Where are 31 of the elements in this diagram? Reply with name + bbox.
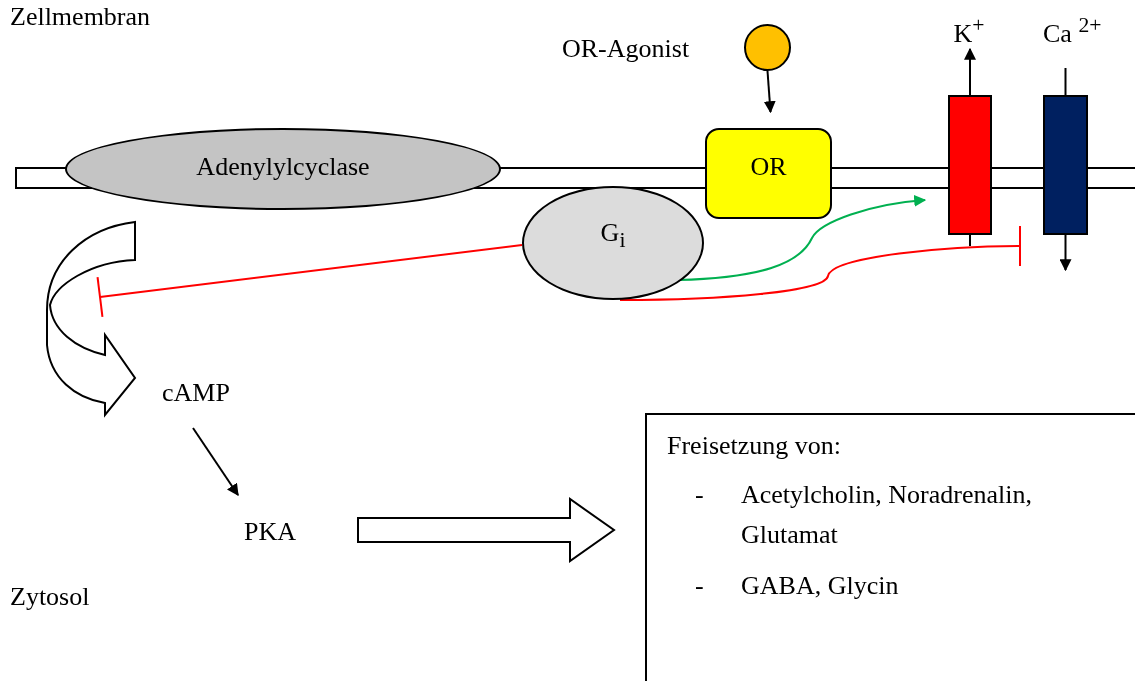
arrow (192, 427, 239, 496)
node-label: OR (750, 151, 787, 182)
list-dash: - (694, 479, 705, 511)
region-label: Zellmembran (10, 2, 151, 32)
connector-line (969, 234, 971, 247)
g-protein-ellipse (522, 186, 704, 300)
channel-bar (948, 95, 992, 235)
molecule-label: cAMP (150, 375, 242, 411)
arrow (1059, 234, 1072, 272)
block-arrow (46, 221, 136, 416)
channel-bar (1043, 95, 1088, 235)
text-box (645, 413, 1135, 681)
list-dash: - (694, 569, 705, 602)
kinase-label: PKA (234, 514, 306, 550)
list-item: GABA, Glycin (741, 569, 900, 602)
arrow (763, 70, 776, 114)
ion-label: K$^{+}$ (950, 16, 988, 46)
receptor-box (705, 128, 832, 219)
node-caption: OR-Agonist (562, 35, 690, 64)
node-label: Adenylylcyclase (196, 151, 370, 182)
node-label: G$_{i}$ (600, 217, 626, 254)
inhibition-line (619, 225, 1022, 301)
inhibition-line (96, 244, 523, 318)
region-label: Zytosol (10, 582, 90, 612)
block-arrow (357, 497, 616, 563)
ligand-circle (744, 24, 791, 71)
list-item: Acetylcholin, Noradrenalin, Glutamat (741, 479, 1033, 552)
box-heading: Freisetzung von: (667, 431, 843, 461)
node-caption: Ca $^{2+}$ (1043, 14, 1102, 49)
arrow (964, 47, 976, 96)
connector-line (1064, 67, 1067, 96)
